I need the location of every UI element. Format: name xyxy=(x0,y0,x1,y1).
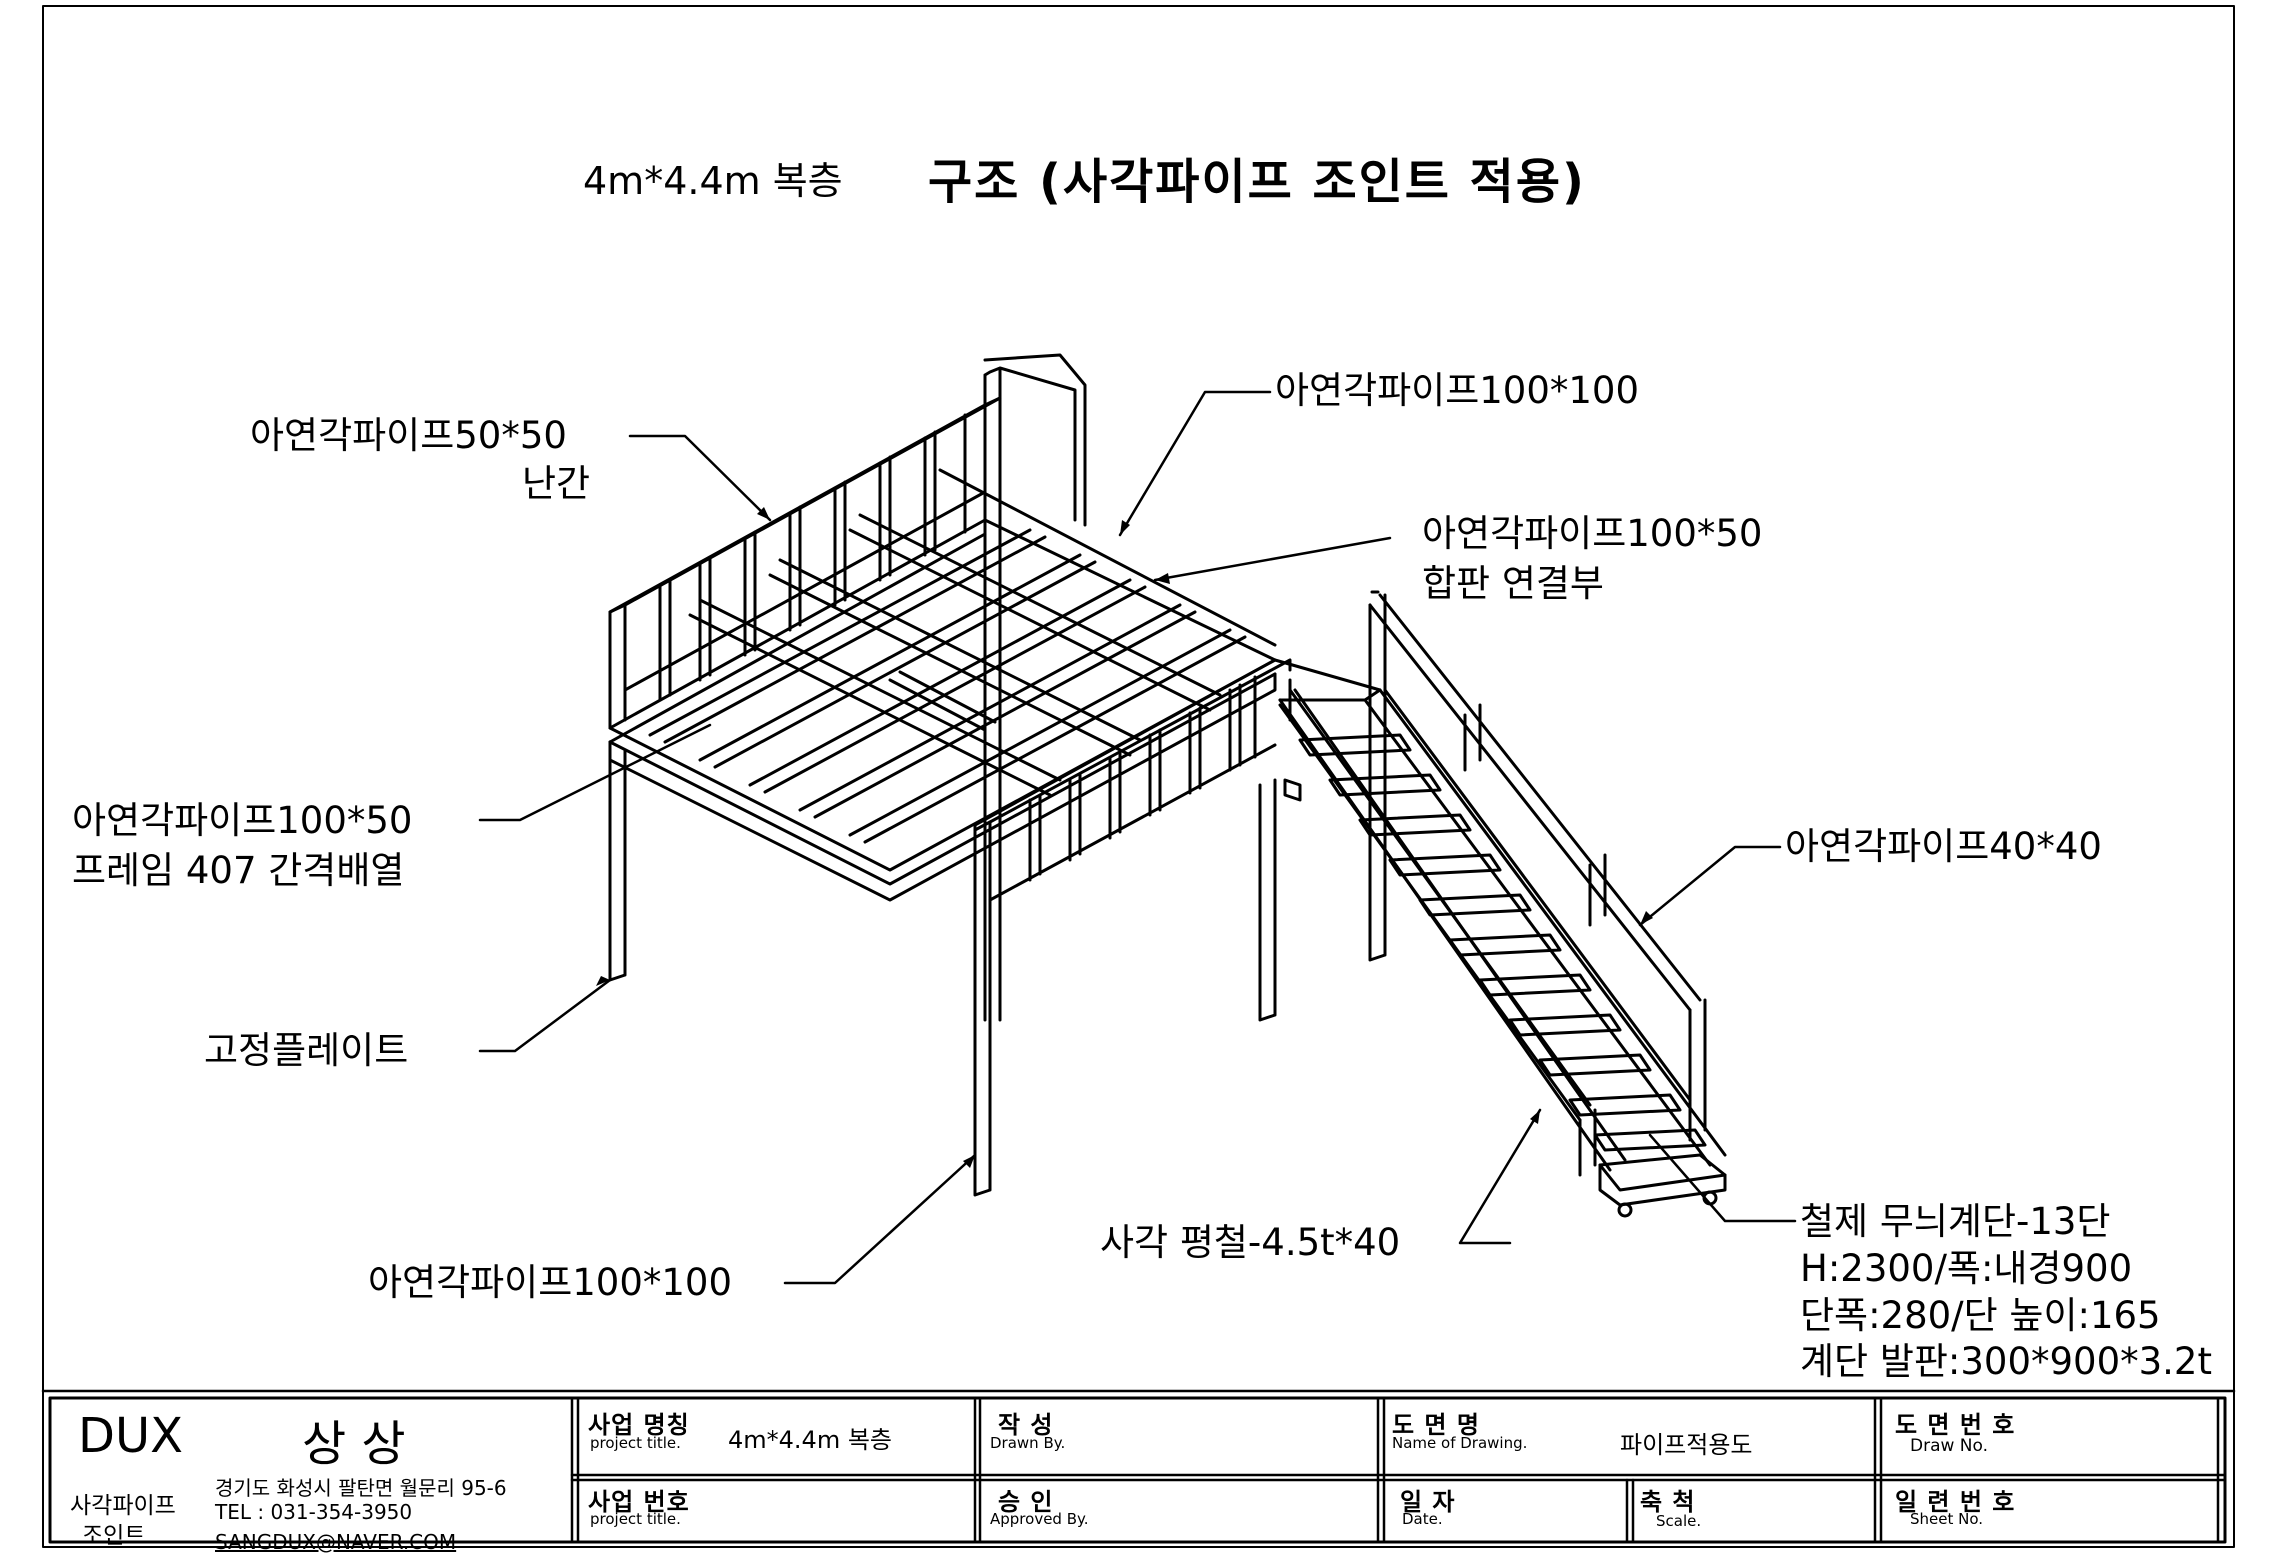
approved-by-label: 승 인 xyxy=(998,1488,1054,1516)
drawing-no-label: 도 면 번 호 xyxy=(1895,1411,2016,1439)
project-name-value: 4m*4.4m 복층 xyxy=(728,1426,892,1454)
leader-arrows xyxy=(596,507,1653,1168)
label-stair-plate: 계단 발판:300*900*3.2t xyxy=(1800,1340,2212,1383)
label-frame-spacing: 프레임 407 간격배열 xyxy=(72,849,405,892)
drawing-title-prefix: 4m*4.4m 복층 xyxy=(583,159,843,203)
date-sub: Date. xyxy=(1402,1510,1443,1528)
label-stair-rail-pipe: 아연각파이프40*40 xyxy=(1785,825,2102,868)
company-email: SANGDUX@NAVER.COM xyxy=(215,1530,457,1554)
sheet-border xyxy=(42,5,2235,1548)
drawn-by-label: 작 성 xyxy=(998,1411,1054,1439)
drawn-by-sub: Drawn By. xyxy=(990,1434,1066,1452)
label-flat-bar: 사각 평철-4.5t*40 xyxy=(1100,1221,1401,1264)
label-plywood-pipe: 아연각파이프100*50 xyxy=(1422,512,1763,555)
approved-by-sub: Approved By. xyxy=(990,1510,1089,1528)
staircase xyxy=(1273,590,1727,1218)
drawing-no-sub: Draw No. xyxy=(1910,1436,1989,1456)
date-label: 일 자 xyxy=(1400,1488,1456,1516)
scale-sub: Scale. xyxy=(1656,1512,1702,1530)
project-no-sub: project title. xyxy=(590,1510,681,1528)
project-name-label: 사업 명칭 xyxy=(588,1411,690,1439)
label-railing-name: 난간 xyxy=(522,462,591,505)
leader-lines xyxy=(478,390,1797,1285)
company-sub2: 조인트 xyxy=(82,1523,146,1549)
label-top-pipe: 아연각파이프100*100 xyxy=(1275,369,1639,412)
scale-label: 축 척 xyxy=(1640,1488,1696,1516)
sheet-no-label: 일 련 번 호 xyxy=(1895,1488,2016,1516)
company-name: 상 상 xyxy=(302,1416,406,1472)
drawing-name-sub: Name of Drawing. xyxy=(1392,1434,1528,1452)
company-logo: DUX xyxy=(78,1408,183,1464)
label-stair-name: 철제 무늬계단-13단 xyxy=(1800,1200,2111,1243)
title-block-grid xyxy=(41,1389,2236,1544)
label-railing-pipe: 아연각파이프50*50 xyxy=(250,414,567,457)
company-address: 경기도 화성시 팔탄면 월문리 95-6 xyxy=(215,1476,507,1500)
drawing-name-label: 도 면 명 xyxy=(1392,1411,1480,1439)
company-sub1: 사각파이프 xyxy=(70,1493,176,1519)
label-fixing-plate: 고정플레이트 xyxy=(204,1029,409,1072)
label-plywood-joint: 합판 연결부 xyxy=(1422,562,1604,605)
label-column-pipe: 아연각파이프100*100 xyxy=(368,1261,732,1304)
label-stair-height: H:2300/폭:내경900 xyxy=(1800,1247,2133,1290)
drawing-name-value: 파이프적용도 xyxy=(1620,1431,1753,1459)
sheet-no-sub: Sheet No. xyxy=(1910,1510,1984,1528)
drawing-title-main: 구조 (사각파이프 조인트 적용) xyxy=(928,154,1586,210)
company-tel: TEL : 031-354-3950 xyxy=(215,1500,413,1524)
label-stair-tread: 단폭:280/단 높이:165 xyxy=(1800,1294,2161,1337)
project-no-label: 사업 번호 xyxy=(588,1488,690,1516)
project-name-sub: project title. xyxy=(590,1434,681,1452)
label-frame-pipe: 아연각파이프100*50 xyxy=(72,799,413,842)
mezzanine-structure xyxy=(608,353,1292,1197)
